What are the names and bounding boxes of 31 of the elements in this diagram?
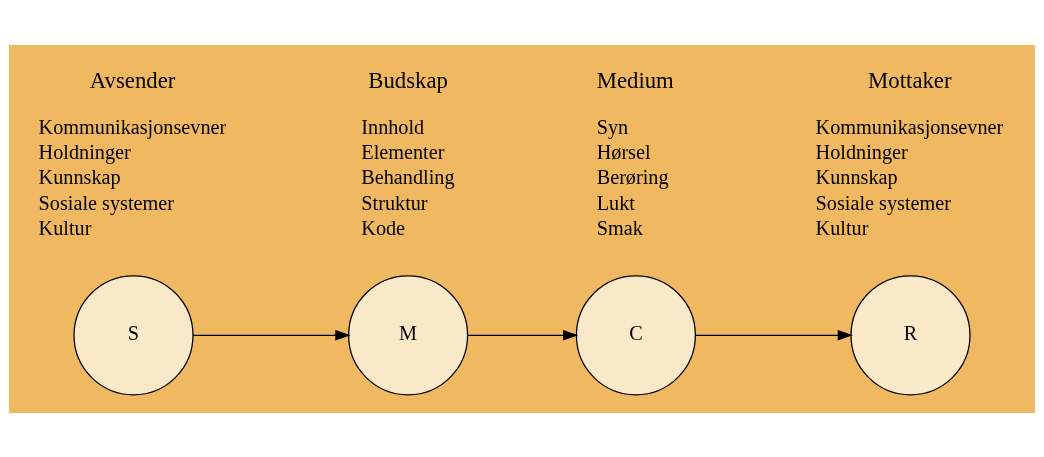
node-circle: C: [575, 274, 696, 395]
node-label: Behandling: [361, 165, 455, 188]
node-label: Sosiale systemer: [815, 191, 952, 214]
node-label: Syn: [596, 115, 629, 138]
node-circle: M: [348, 274, 469, 395]
node-label: Kunnskap: [815, 165, 898, 188]
node-label: Hørsel: [596, 140, 651, 163]
node-label: Budskap: [368, 67, 448, 93]
node-label: Innhold: [361, 115, 425, 138]
node-label: Kommunikasjonsevner: [38, 115, 227, 138]
node-circle: S: [73, 274, 194, 395]
node-label: Smak: [596, 216, 643, 239]
node-label: Kultur: [815, 216, 869, 239]
node-label: Medium: [596, 67, 674, 93]
node-label: Struktur: [361, 191, 428, 214]
node-label: Kommunikasjonsevner: [815, 115, 1004, 138]
node-label: Kultur: [38, 216, 92, 239]
node-circle: R: [850, 274, 971, 395]
arrow: [694, 329, 853, 341]
node-label: Sosiale systemer: [38, 191, 175, 214]
node-label: Holdninger: [815, 140, 908, 163]
arrow: [467, 329, 579, 341]
arrow: [192, 329, 351, 341]
node-label: Berøring: [596, 165, 669, 188]
node-label: Lukt: [596, 191, 635, 214]
node-label: Holdninger: [38, 140, 131, 163]
node-label: Elementer: [361, 140, 445, 163]
node-label: Kunnskap: [38, 165, 121, 188]
node-label: Mottaker: [868, 67, 952, 93]
node-label: Kode: [361, 216, 406, 239]
node-label: Avsender: [89, 67, 176, 93]
